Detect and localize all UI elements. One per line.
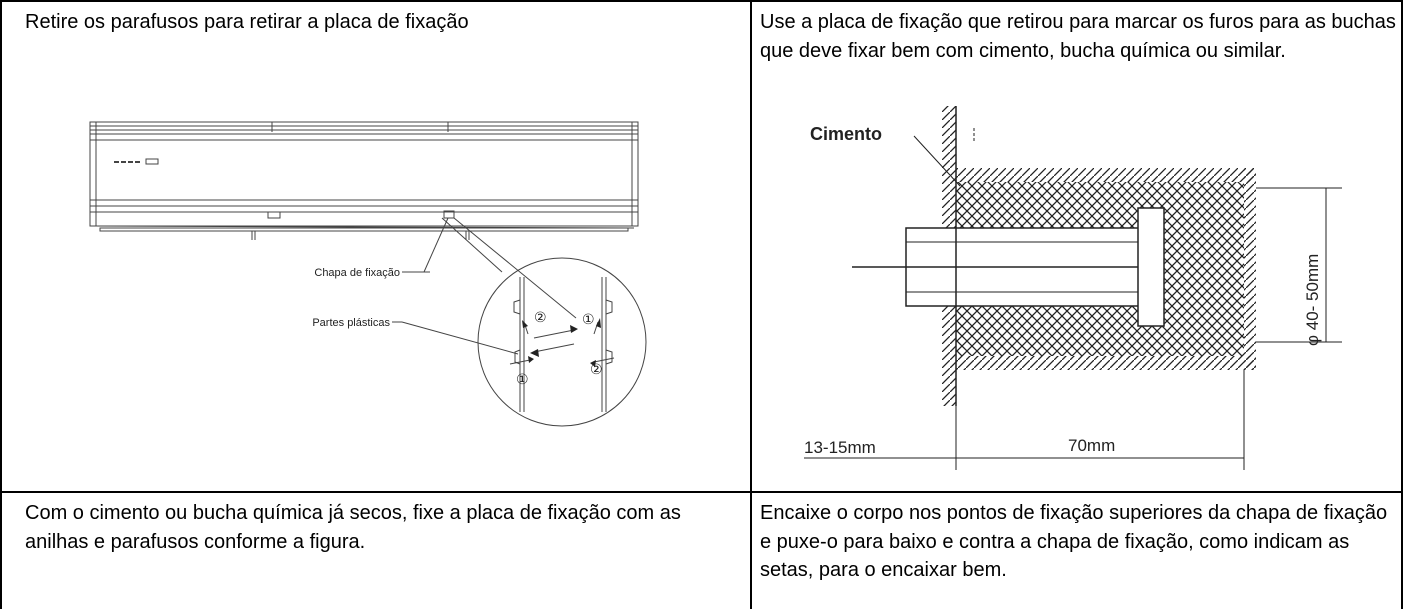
table-border-left	[0, 0, 2, 609]
cell-bottom-right: Encaixe o corpo nos pontos de fixação su…	[752, 493, 1401, 609]
step-2-right: ②	[590, 361, 603, 377]
figure-anchor-cross-section: Cimento φ 40- 50mm 13-15mm 70mm	[804, 106, 1342, 470]
instruction-fix-plate: Com o cimento ou bucha química já secos,…	[25, 502, 681, 553]
instruction-mark-holes: Use a placa de fixação que retirou para …	[760, 11, 1396, 62]
label-wall-depth: 13-15mm	[804, 438, 876, 457]
label-plastic-parts: Partes plásticas	[312, 317, 390, 329]
label-hole-depth: 70mm	[1068, 436, 1115, 455]
step-1-left: ①	[516, 371, 529, 387]
label-diameter: φ 40- 50mm	[1303, 254, 1322, 346]
cell-top-left: Retire os parafusos para retirar a placa…	[2, 2, 750, 491]
table-border-top	[0, 0, 1403, 2]
label-cement: Cimento	[810, 124, 882, 144]
cell-bottom-left: Com o cimento ou bucha química já secos,…	[2, 493, 750, 609]
step-1-right: ①	[582, 311, 595, 327]
instruction-remove-plate: Retire os parafusos para retirar a placa…	[25, 11, 469, 33]
label-mounting-plate: Chapa de fixação	[314, 267, 400, 279]
cell-top-right: Use a placa de fixação que retirou para …	[752, 2, 1401, 491]
table-divider-vertical	[750, 0, 752, 609]
table-border-right	[1401, 0, 1403, 609]
step-2-left: ②	[534, 309, 547, 325]
table-divider-horizontal	[0, 491, 1403, 493]
figure-unit-plate-removal: Chapa de fixação Partes plásticas ② ① ① …	[89, 121, 647, 427]
instruction-mount-body: Encaixe o corpo nos pontos de fixação su…	[760, 502, 1388, 581]
